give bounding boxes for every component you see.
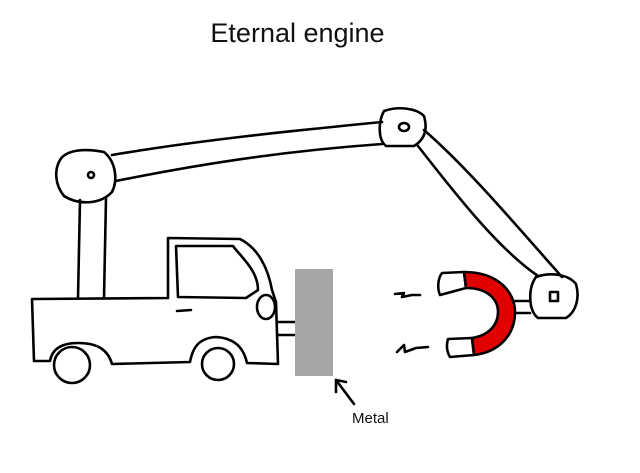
field-line: [393, 291, 422, 299]
boom-arm: [54, 106, 579, 320]
metal-label-arrow: [334, 378, 356, 406]
rear-wheel: [52, 345, 92, 385]
boom-post: [76, 196, 108, 300]
arrow-shaft: [334, 378, 356, 406]
bumper-bar: [276, 320, 298, 337]
door-handle: [175, 308, 193, 313]
magnet-pole-bottom: [445, 336, 476, 359]
magnetic-field-lines: [393, 291, 430, 354]
metal-label: Metal: [352, 410, 389, 427]
boom-segment-2: [416, 128, 564, 279]
boom-joint-upper: [378, 106, 427, 148]
front-wheel: [200, 346, 236, 382]
joint-pin: [86, 170, 96, 180]
arrow-head: [334, 378, 348, 394]
joint-pin: [548, 290, 560, 303]
truck-window: [174, 244, 260, 300]
truck-bed: [30, 236, 280, 366]
field-line: [395, 343, 430, 354]
boom-joint-lower: [54, 148, 117, 204]
truck: [30, 236, 298, 385]
magnet-connector: [513, 299, 532, 315]
boom-segment-1: [110, 120, 384, 183]
boom-joint-end: [528, 273, 579, 320]
diagram-title: Eternal engine: [210, 18, 385, 48]
metal-plate: [295, 269, 333, 376]
joint-pin: [397, 121, 411, 133]
headlight: [255, 293, 277, 321]
magnet-pole-top: [436, 270, 468, 297]
horseshoe-magnet: [436, 270, 517, 359]
